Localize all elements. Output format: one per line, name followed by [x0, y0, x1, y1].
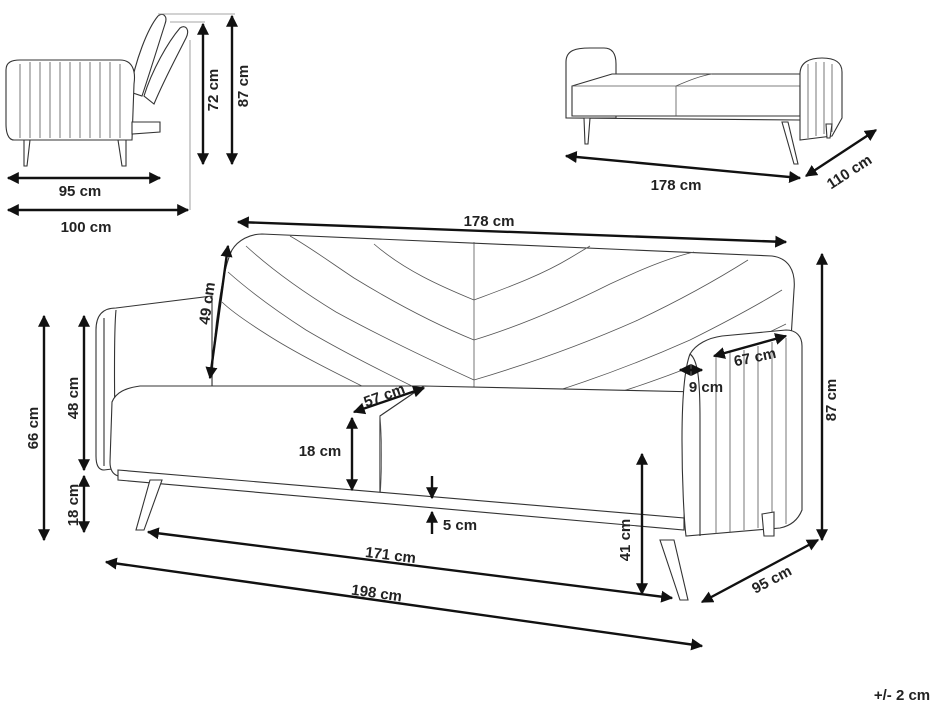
total-height-right-label: 87 cm	[823, 379, 840, 422]
side-view: 95 cm 100 cm 72 cm 87 cm	[5, 13, 252, 236]
main-view: 178 cm 49 cm 66 cm 48 cm 18 cm 57 cm 18 …	[25, 213, 840, 651]
leg-height-label: 18 cm	[65, 484, 82, 527]
back-height-label: 49 cm	[196, 281, 219, 325]
back-width-label: 178 cm	[464, 213, 515, 230]
seat-height-label: 41 cm	[617, 519, 634, 562]
bed-depth-label: 110 cm	[824, 151, 875, 193]
side-depth-seat-label: 95 cm	[59, 183, 102, 200]
side-view-sofa-drawing	[5, 13, 189, 167]
seat-gap-label: 5 cm	[443, 517, 477, 534]
side-height-seat-label: 72 cm	[205, 69, 222, 112]
total-width-label: 198 cm	[350, 582, 403, 606]
side-depth-total-label: 100 cm	[61, 219, 112, 236]
armrest-height-label: 48 cm	[65, 377, 82, 420]
total-depth-label: 95 cm	[749, 563, 795, 598]
bed-view-sofa-drawing	[565, 47, 843, 165]
seat-thickness-label: 18 cm	[299, 443, 342, 460]
bed-length-label: 178 cm	[651, 177, 702, 194]
armrest-width-label: 9 cm	[689, 379, 723, 396]
bed-view: 178 cm 110 cm	[564, 47, 878, 194]
side-height-total-label: 87 cm	[235, 65, 252, 108]
inner-width-label: 171 cm	[364, 544, 417, 567]
total-height-left-label: 66 cm	[25, 407, 42, 450]
tolerance-note: +/- 2 cm	[874, 687, 930, 704]
